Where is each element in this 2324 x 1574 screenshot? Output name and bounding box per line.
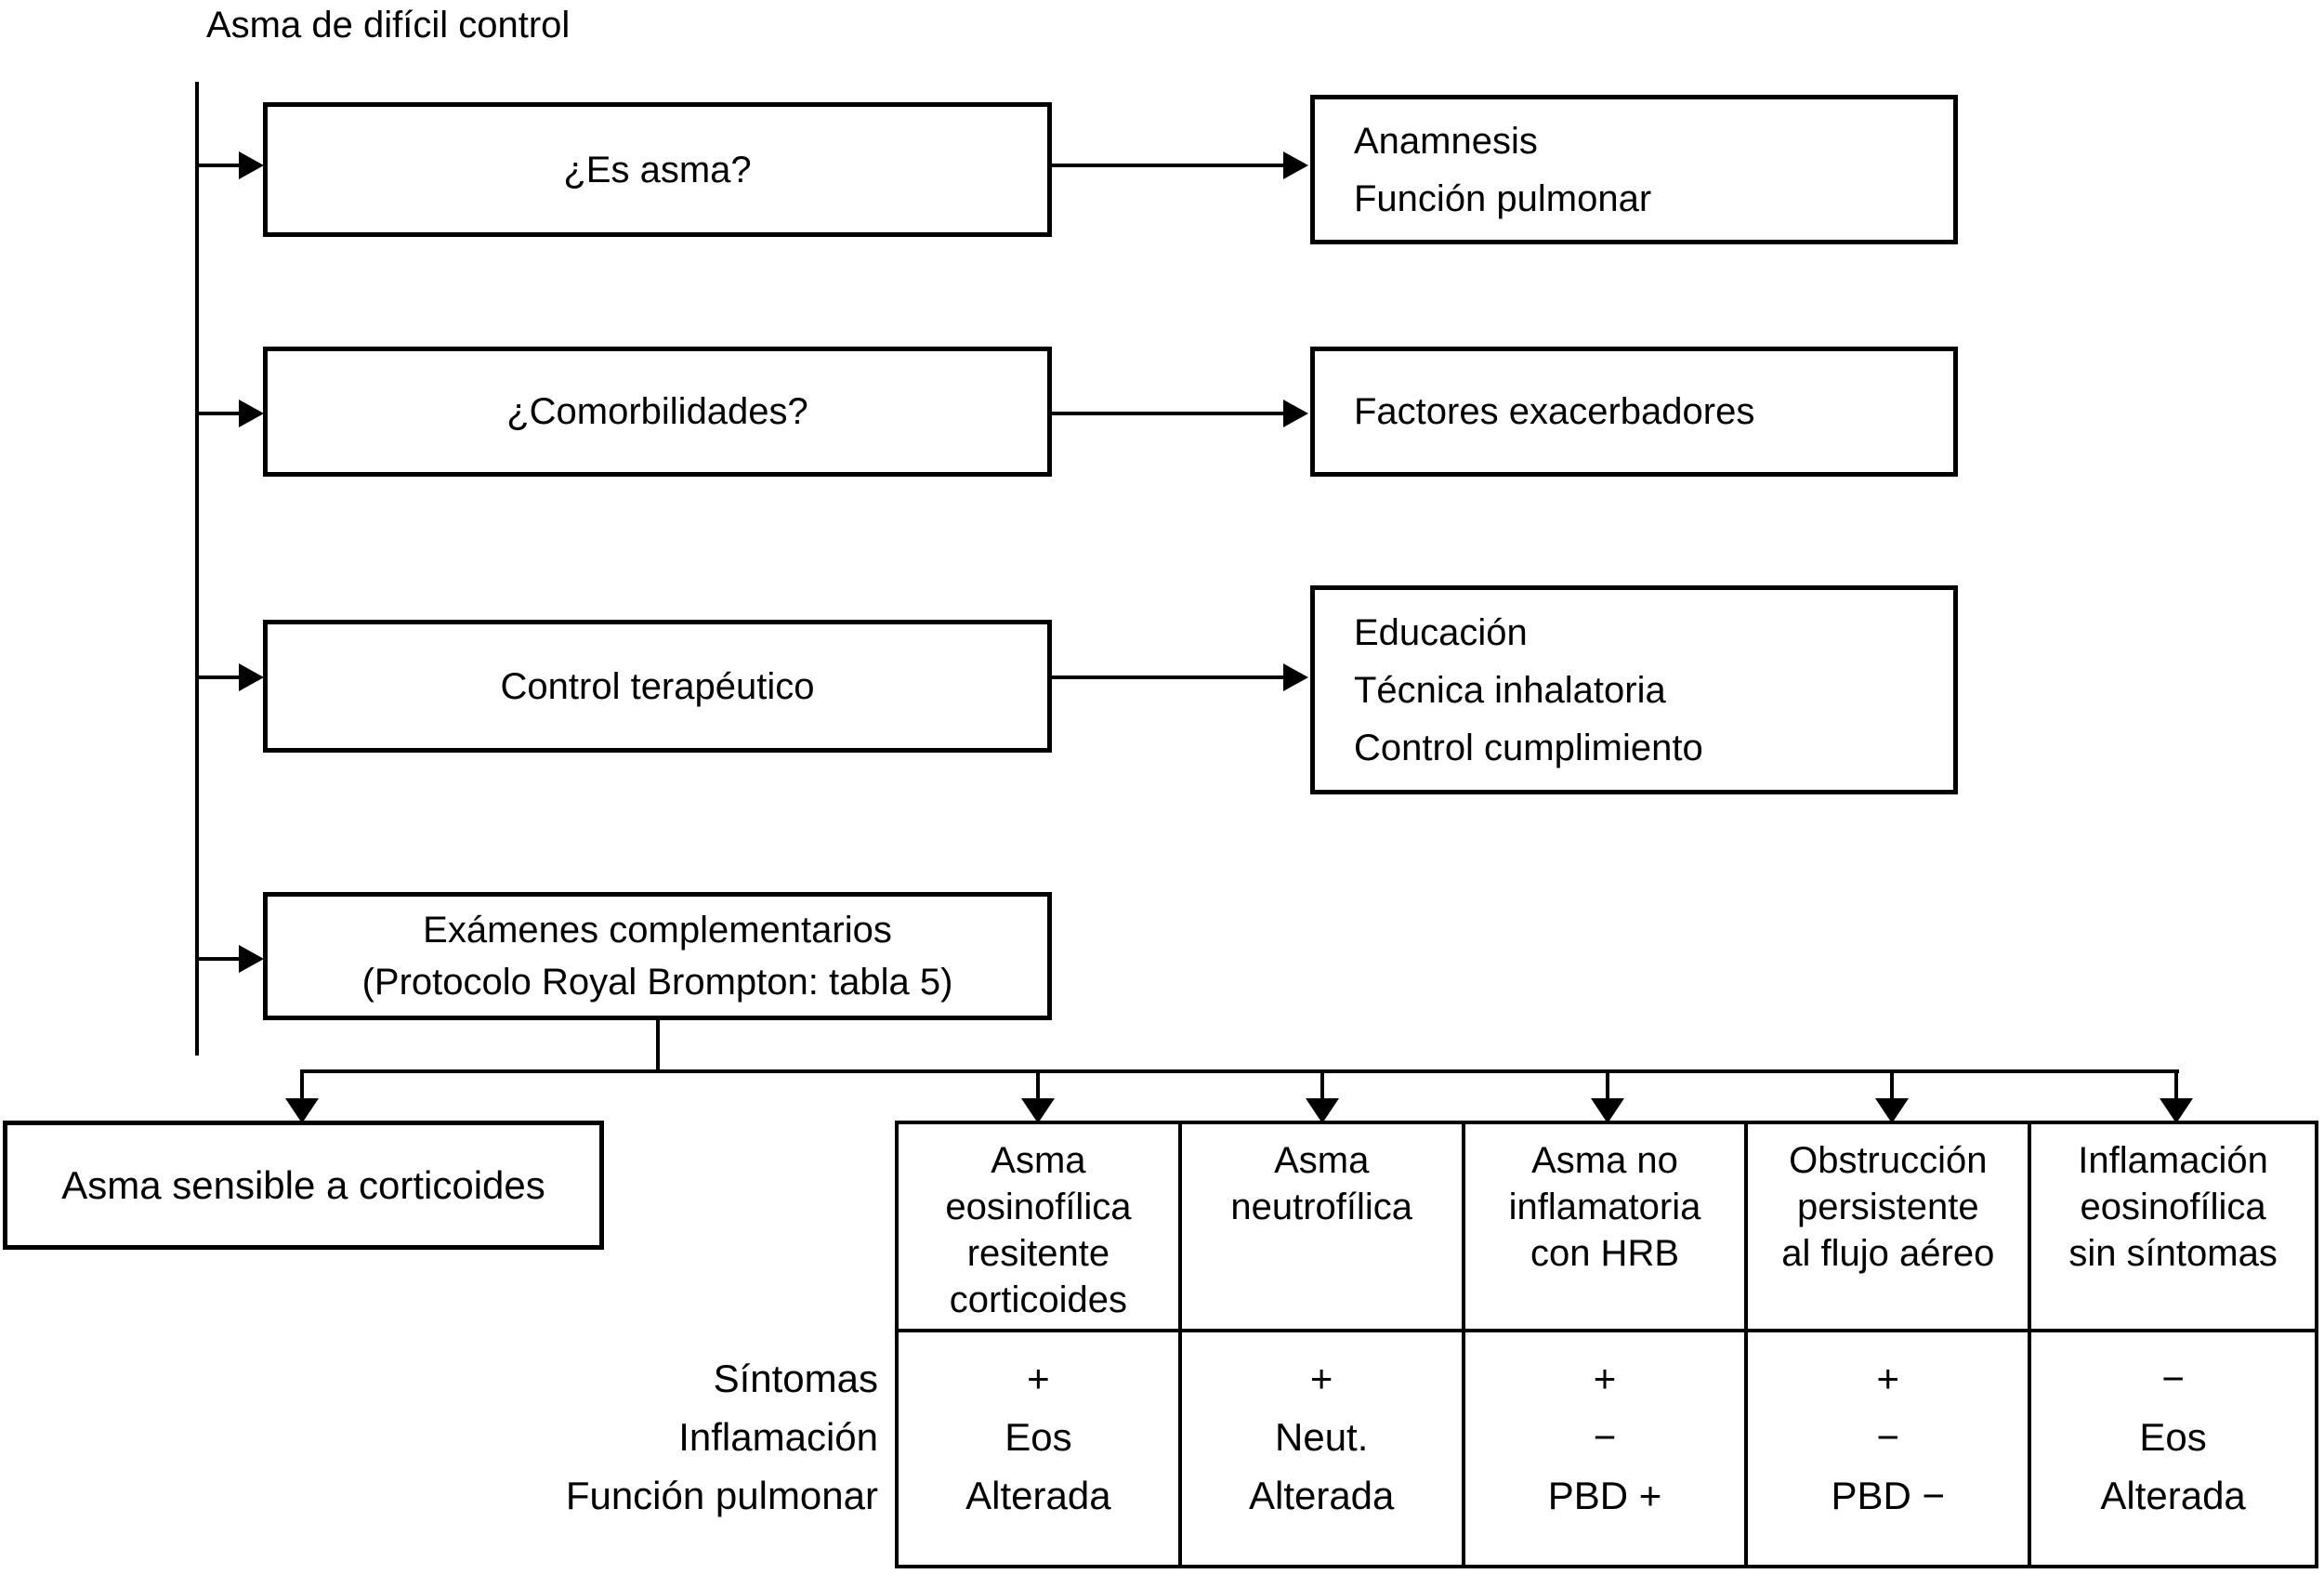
value-funcion-pulmonar: Alterada [965,1474,1111,1517]
connector-line [199,164,240,167]
header-line: Asma [991,1140,1086,1181]
outcome-box-asma-sensible: Asma sensible a corticoides [3,1121,604,1250]
row-label-sintomas: Síntomas [713,1357,878,1400]
header-line: con HRB [1530,1233,1680,1274]
header-line: corticoides [949,1279,1127,1320]
header-line: Obstrucción [1789,1140,1988,1181]
header-line: al flujo aéreo [1781,1233,1995,1274]
header-line: inflamatoria [1508,1187,1701,1227]
table-header-cell: Inflamación eosinofílica sin síntomas [2031,1124,2315,1332]
arrow-right-icon [1283,151,1308,179]
table-value-cell: + − PBD + [1465,1332,1749,1565]
arrow-down-icon [1875,1098,1909,1123]
table-header-cell: Obstrucción persistente al flujo aéreo [1748,1124,2032,1332]
connector-line [199,957,240,961]
value-sintomas: + [1027,1357,1050,1400]
connector-line [1036,1071,1040,1099]
connector-line [199,412,240,415]
table-value-cell: + Neut. Alterada [1182,1332,1465,1565]
arrow-right-icon [1283,400,1308,427]
arrow-right-icon [239,151,264,179]
result-box-educacion: Educación Técnica inhalatoria Control cu… [1310,585,1958,794]
row-label-inflamacion: Inflamación [678,1415,878,1459]
value-funcion-pulmonar: Alterada [2100,1474,2246,1517]
result-box-factores: Factores exacerbadores [1310,347,1958,477]
connector-line [1606,1071,1609,1099]
header-line: persistente [1796,1187,1979,1227]
arrow-down-icon [1306,1098,1339,1123]
step-box-control-terapeutico: Control terapéutico [263,620,1052,753]
value-sintomas: + [1593,1357,1617,1400]
outcome-label: Asma sensible a corticoides [61,1162,545,1207]
step-label: Control terapéutico [500,665,815,707]
value-sintomas: + [1309,1357,1333,1400]
table-value-cell: + Eos Alterada [899,1332,1182,1565]
connector-line [300,1071,304,1099]
arrow-down-icon [1021,1098,1055,1123]
value-sintomas: + [1876,1357,1900,1400]
header-line: eosinofílica [2080,1187,2266,1227]
result-line: Factores exacerbadores [1354,391,1755,432]
value-inflamacion: Neut. [1275,1415,1369,1459]
row-label-funcion-pulmonar: Función pulmonar [565,1474,878,1517]
branch-rail-line [300,1069,2179,1073]
table-header-cell: Asma neutrofílica [1181,1124,1465,1332]
value-inflamacion: Eos [1004,1415,1072,1459]
connector-line [1052,164,1283,167]
header-line: Asma no [1531,1140,1678,1181]
connector-line [1890,1071,1894,1099]
header-line: eosinofílica [945,1187,1132,1227]
arrow-right-icon [239,400,264,427]
arrow-down-icon [1591,1098,1624,1123]
result-line: Anamnesis [1354,120,1538,162]
header-line: Inflamación [2078,1140,2268,1181]
table-header-cell: Asma eosinofílica resitente corticoides [899,1124,1182,1332]
connector-line [1052,412,1283,415]
header-line: neutrofílica [1230,1187,1413,1227]
header-line: sin síntomas [2068,1233,2278,1274]
outcome-table: Asma eosinofílica resitente corticoides … [895,1121,2318,1568]
value-funcion-pulmonar: PBD − [1831,1474,1946,1517]
step-box-examenes: Exámenes complementarios (Protocolo Roya… [263,892,1052,1020]
value-inflamacion: − [1876,1415,1900,1459]
result-line: Función pulmonar [1354,177,1652,219]
table-row-labels: Síntomas Inflamación Función pulmonar [279,1349,878,1525]
arrow-down-icon [2160,1098,2193,1123]
header-line: resitente [966,1233,1110,1274]
arrow-right-icon [239,663,264,691]
result-line: Educación [1354,611,1528,653]
step-label: Exámenes complementarios [423,910,892,951]
arrow-right-icon [239,945,264,973]
result-line: Técnica inhalatoria [1354,669,1666,711]
value-funcion-pulmonar: PBD + [1547,1474,1662,1517]
step-label: (Protocolo Royal Brompton: tabla 5) [361,962,953,1003]
arrow-down-icon [285,1098,319,1123]
connector-line [2174,1071,2178,1099]
step-label: ¿Comorbilidades? [506,391,808,432]
value-sintomas: − [2161,1357,2185,1400]
step-box-comorbilidades: ¿Comorbilidades? [263,347,1052,477]
value-inflamacion: − [1593,1415,1617,1459]
step-box-es-asma: ¿Es asma? [263,102,1052,237]
page-title: Asma de difícil control [206,5,571,46]
result-box-anamnesis: Anamnesis Función pulmonar [1310,95,1958,244]
spine-line [195,82,199,1056]
arrow-right-icon [1283,663,1308,691]
table-value-cell: + − PBD − [1748,1332,2032,1565]
result-line: Control cumplimiento [1354,727,1703,768]
header-line: Asma [1274,1140,1370,1181]
connector-line [1052,676,1283,679]
step-label: ¿Es asma? [563,149,752,190]
table-value-cell: − Eos Alterada [2031,1332,2315,1565]
value-inflamacion: Eos [2139,1415,2207,1459]
connector-line [1320,1071,1324,1099]
value-funcion-pulmonar: Alterada [1248,1474,1395,1517]
connector-line [199,676,240,679]
connector-line [656,1020,660,1071]
table-header-cell: Asma no inflamatoria con HRB [1464,1124,1749,1332]
